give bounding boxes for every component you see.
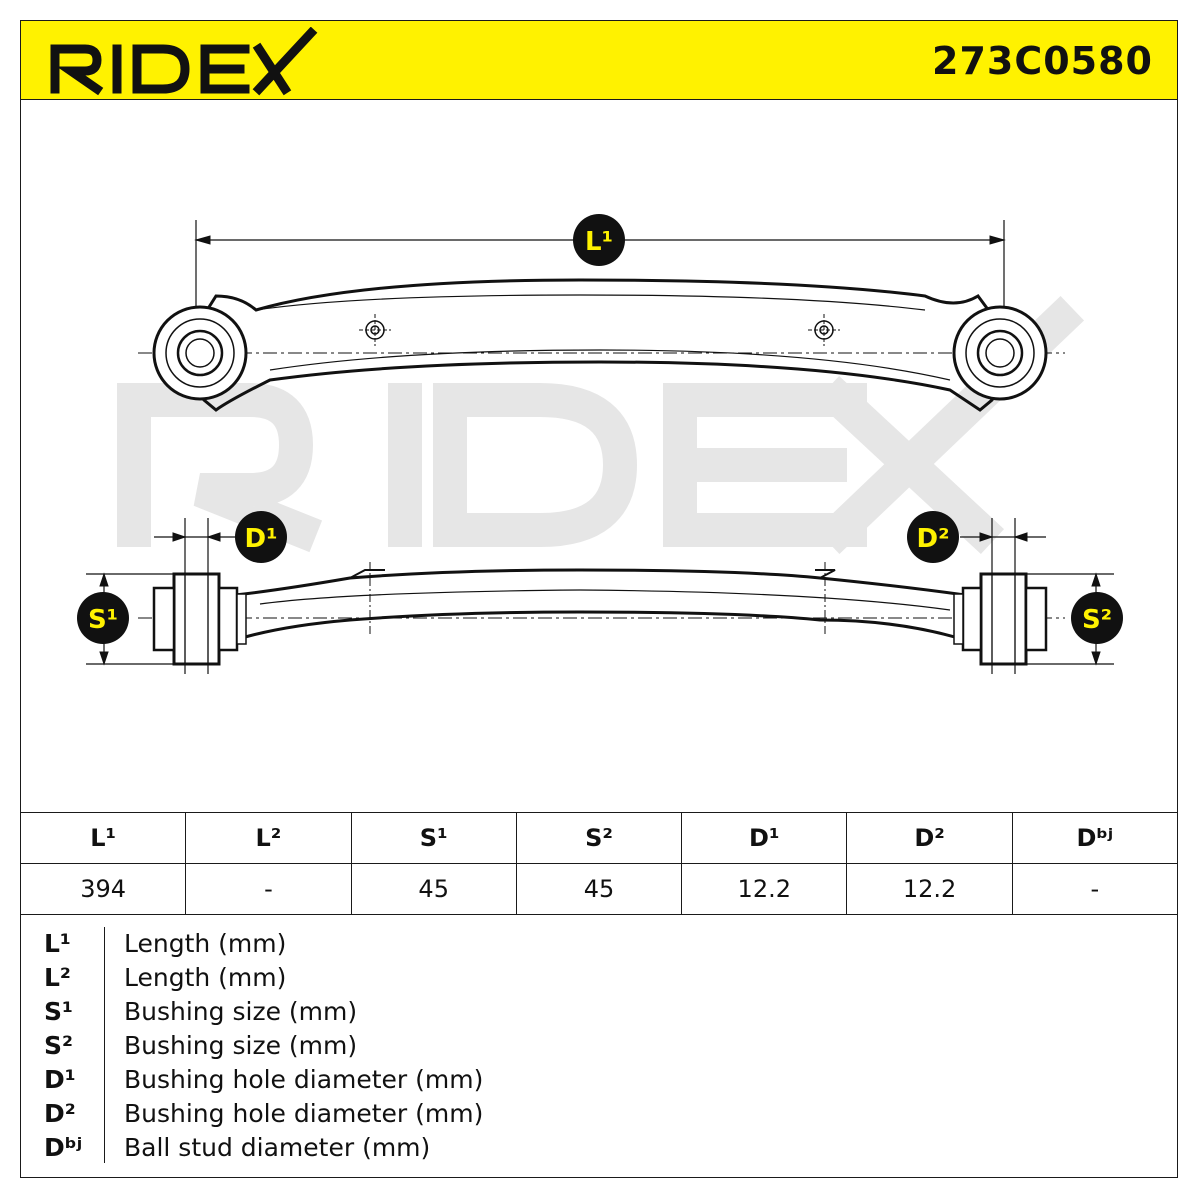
spec-header-s1: S¹ [350,812,517,864]
legend-symbol: L² [44,963,71,992]
legend: L¹ Length (mm) L² Length (mm) S¹ Bushing… [20,913,1178,1178]
legend-row: L¹ Length (mm) [20,929,1178,963]
spec-value-d1: 12.2 [681,863,848,915]
side-view [86,518,1114,674]
badge-d1: D¹ [235,511,287,563]
ridex-logo [50,27,318,96]
spec-header-l1: L¹ [19,812,187,864]
spec-value-l2: - [185,863,352,915]
spec-table: L¹ L² S¹ S² D¹ D² Dᵇʲ 394 - 45 45 12.2 1… [19,812,1179,915]
spec-value-s1: 45 [350,863,517,915]
svg-text:S²: S² [1082,605,1112,635]
badge-d2: D² [907,511,959,563]
svg-text:L¹: L¹ [585,227,613,257]
legend-row: D¹ Bushing hole diameter (mm) [20,1065,1178,1099]
badge-s1: S¹ [77,592,129,644]
legend-symbol: S¹ [44,997,73,1026]
spec-value-dbj: - [1011,863,1179,915]
control-arm-drawing: L¹ D¹ D² S¹ S² [77,214,1123,674]
spec-value-row: 394 - 45 45 12.2 12.2 - [19,863,1179,915]
legend-description: Bushing size (mm) [124,1031,358,1060]
legend-symbol: Dᵇʲ [44,1133,83,1162]
svg-text:D¹: D¹ [245,524,278,554]
spec-header-d1: D¹ [681,812,848,864]
spec-header-row: L¹ L² S¹ S² D¹ D² Dᵇʲ [19,812,1179,864]
svg-text:D²: D² [917,524,950,554]
legend-row: S¹ Bushing size (mm) [20,997,1178,1031]
legend-row: D² Bushing hole diameter (mm) [20,1099,1178,1133]
badge-l1: L¹ [573,214,625,266]
spec-value-d2: 12.2 [846,863,1013,915]
spec-header-l2: L² [185,812,352,864]
spec-header-s2: S² [515,812,683,864]
svg-text:S¹: S¹ [88,605,118,635]
legend-symbol: S² [44,1031,73,1060]
spec-header-d2: D² [846,812,1013,864]
legend-description: Length (mm) [124,929,287,958]
legend-symbol: D¹ [44,1065,76,1094]
legend-row: S² Bushing size (mm) [20,1031,1178,1065]
legend-description: Ball stud diameter (mm) [124,1133,431,1162]
legend-description: Bushing hole diameter (mm) [124,1065,484,1094]
legend-divider [104,927,105,1163]
top-view [138,220,1065,412]
legend-row: L² Length (mm) [20,963,1178,997]
legend-description: Bushing hole diameter (mm) [124,1099,484,1128]
legend-row: Dᵇʲ Ball stud diameter (mm) [20,1133,1178,1167]
legend-description: Length (mm) [124,963,287,992]
part-number: 273C0580 [932,39,1153,83]
header-bar: 273C0580 [20,20,1178,100]
spec-header-dbj: Dᵇʲ [1011,812,1179,864]
spec-value-s2: 45 [515,863,683,915]
technical-drawing: L¹ D¹ D² S¹ S² [20,100,1178,812]
legend-symbol: L¹ [44,929,71,958]
legend-symbol: D² [44,1099,76,1128]
badge-s2: S² [1071,592,1123,644]
spec-value-l1: 394 [19,863,187,915]
ridex-watermark [117,295,1085,555]
legend-description: Bushing size (mm) [124,997,358,1026]
